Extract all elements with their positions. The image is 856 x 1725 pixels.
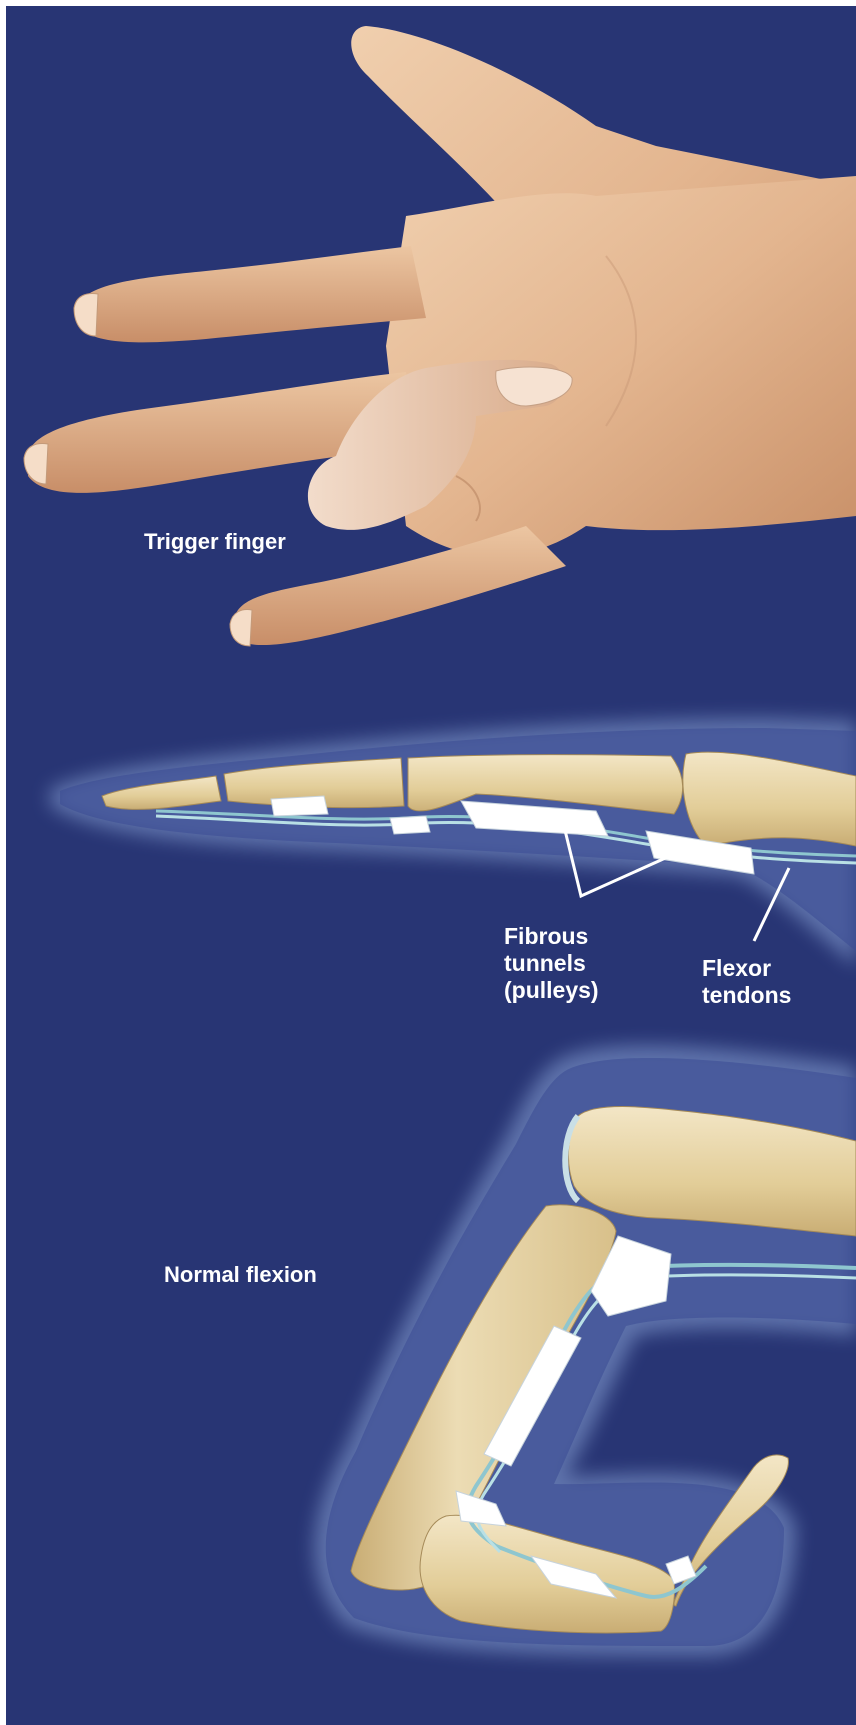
label-flexor-tendons: Flexor tendons bbox=[702, 955, 791, 1008]
little-nail bbox=[230, 610, 252, 646]
label-line: Fibrous bbox=[504, 923, 588, 949]
hand-with-trigger-finger: Trigger finger bbox=[24, 26, 856, 646]
pulley bbox=[271, 796, 328, 816]
illustration-canvas: Trigger finger Fibrous tunnels (pulleys)… bbox=[6, 6, 856, 1725]
middle-nail bbox=[24, 444, 48, 484]
pulley bbox=[390, 816, 430, 834]
anatomy-illustration: Trigger finger Fibrous tunnels (pulleys)… bbox=[6, 6, 856, 1725]
index-finger bbox=[78, 246, 426, 342]
label-line: Flexor bbox=[702, 955, 771, 981]
straight-finger-anatomy: Fibrous tunnels (pulleys) Flexor tendons bbox=[50, 718, 856, 1008]
label-normal-flexion: Normal flexion bbox=[164, 1262, 317, 1287]
label-trigger-finger: Trigger finger bbox=[144, 529, 286, 554]
index-nail bbox=[74, 294, 98, 336]
label-line: tunnels bbox=[504, 950, 586, 976]
label-line: tendons bbox=[702, 982, 791, 1008]
flexed-finger-anatomy: Normal flexion bbox=[164, 1045, 856, 1656]
label-fibrous-tunnels: Fibrous tunnels (pulleys) bbox=[504, 923, 599, 1003]
label-line: (pulleys) bbox=[504, 977, 599, 1003]
